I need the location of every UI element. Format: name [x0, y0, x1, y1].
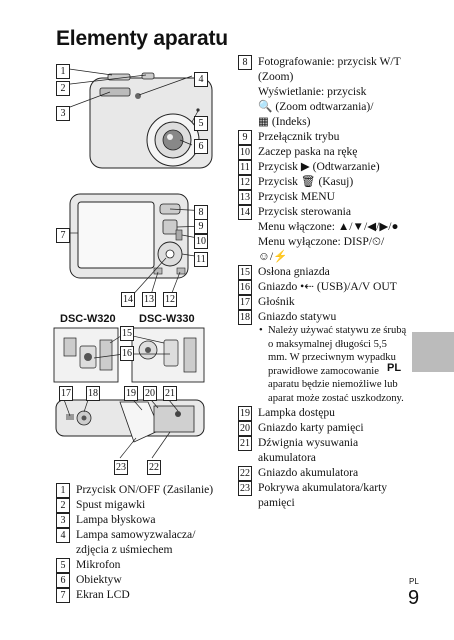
callout-1: 1: [56, 64, 70, 79]
callout-23: 23: [114, 460, 128, 475]
callout-21: 21: [163, 386, 177, 401]
callout-10: 10: [194, 234, 208, 249]
callout-18: 18: [86, 386, 100, 401]
callout-17: 17: [59, 386, 73, 401]
camera-bottom-figure: [55, 399, 205, 443]
callout-20: 20: [143, 386, 157, 401]
callout-4: 4: [194, 72, 208, 87]
page-number: 9: [408, 587, 420, 609]
camera-front-figure: [89, 72, 213, 169]
language-tab-marker: [412, 332, 454, 372]
callout-14: 14: [121, 292, 135, 307]
callout-11: 11: [194, 252, 208, 267]
model-label-w330: DSC-W330: [139, 313, 195, 325]
callout-16: 16: [120, 346, 134, 361]
callout-8: 8: [194, 205, 208, 220]
model-label-w320: DSC-W320: [60, 313, 116, 325]
callout-9: 9: [194, 219, 208, 234]
footer-language: PL: [409, 577, 419, 586]
tripod-note: Należy używać statywu ze śrubą o maksyma…: [238, 324, 408, 405]
connector-detail-figure: [53, 327, 205, 383]
callout-19: 19: [124, 386, 138, 401]
callout-2: 2: [56, 81, 70, 96]
callout-5: 5: [194, 116, 208, 131]
page-title: Elementy aparatu: [56, 27, 228, 50]
callout-13: 13: [142, 292, 156, 307]
callout-6: 6: [194, 139, 208, 154]
callout-12: 12: [163, 292, 177, 307]
callout-15: 15: [120, 326, 134, 341]
callout-7: 7: [56, 228, 70, 243]
camera-illustrations: [53, 67, 213, 459]
language-tab-label: PL: [387, 362, 402, 374]
camera-back-figure: [69, 193, 189, 279]
callout-22: 22: [147, 460, 161, 475]
callout-3: 3: [56, 106, 70, 121]
